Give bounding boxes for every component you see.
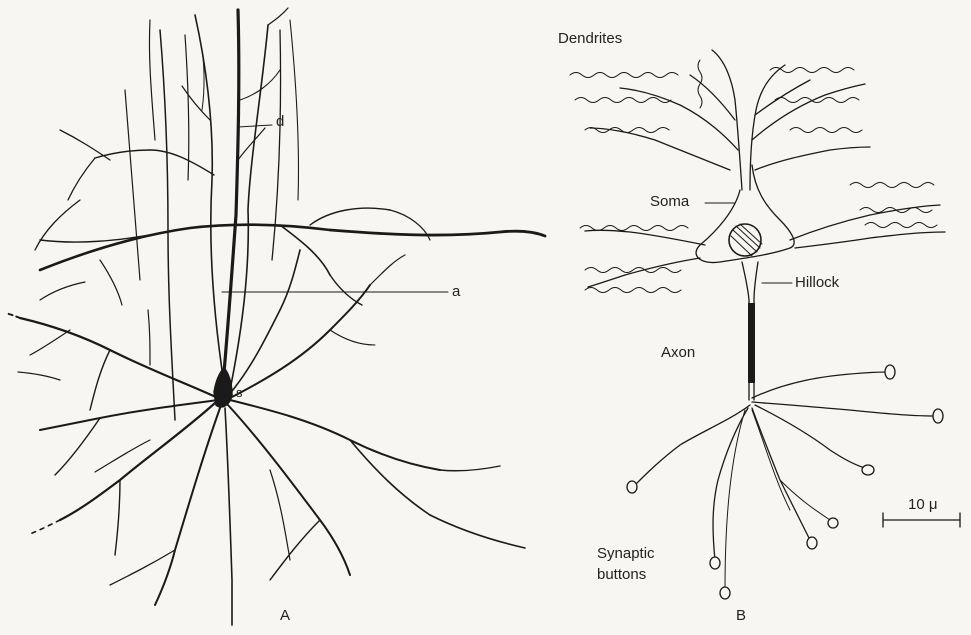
label-soma: Soma [650,193,689,210]
label-dendrites: Dendrites [558,30,622,47]
label-dendrite-d: d [276,113,284,130]
label-scale-bar: 10 μ [908,496,938,513]
panel-a-neuron [5,8,545,625]
label-synaptic: Synaptic [597,545,655,562]
panel-b-neuron [570,50,960,599]
label-axon-a: a [452,283,460,300]
panel-a-letter: A [280,607,290,624]
panel-b-letter: B [736,607,746,624]
label-hillock: Hillock [795,274,839,291]
label-soma-s: s [236,385,243,400]
label-buttons: buttons [597,566,646,583]
label-axon: Axon [661,344,695,361]
